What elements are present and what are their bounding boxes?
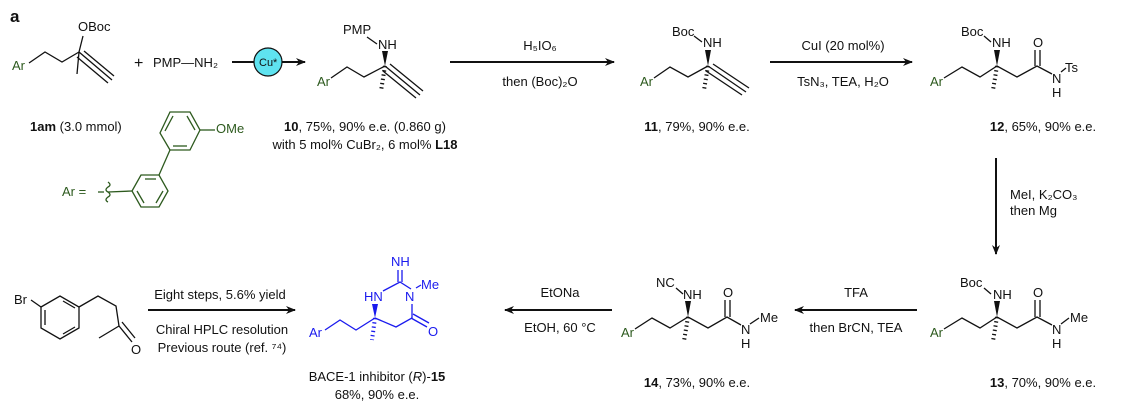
me-label: Me [1070,310,1088,325]
o-label: O [723,285,733,300]
previous-route-steps: Eight steps, 5.6% yield [154,287,286,302]
o-label: O [131,342,141,357]
compound-13-label: 13, 70%, 90% e.e. [990,375,1096,390]
ar-label: Ar [317,74,331,89]
ar-label: Ar [621,325,635,340]
copper-catalyst-icon [253,47,283,77]
compound-14: NC NH O Me N H Ar 14, 73%, 90% e.e. [621,275,778,390]
step6-conditions: EtOH, 60 °C [524,320,596,335]
o-label: O [1033,285,1043,300]
ts-label: Ts [1065,60,1079,75]
hn-label: HN [364,289,383,304]
step3-reagent: CuI (20 mol%) [801,38,884,53]
ar-label: Ar [640,74,654,89]
o-label: O [1033,35,1043,50]
nh-label: NH [703,35,722,50]
compound-bromo-ketone: Br O [14,292,141,357]
step2-conditions: then (Boc)₂O [502,74,577,89]
me-label: Me [421,277,439,292]
h-label: H [1052,336,1061,351]
boc-label: Boc [672,24,695,39]
me-label: Me [760,310,778,325]
nh-label: NH [992,35,1011,50]
step2-reagent: H₅IO₆ [523,38,557,53]
boc-label: Boc [961,24,984,39]
br-label: Br [14,292,28,307]
compound-1am: OBoc Ar 1am (3.0 mmol) [12,19,122,134]
ome-label: OMe [216,121,244,136]
compound-11: Boc NH Ar 11, 79%, 90% e.e. [640,24,750,134]
o-label: O [428,324,438,339]
step6-reagent: EtONa [540,285,580,300]
compound-12: Boc NH O Ts N H Ar 12, 65%, 90% e.e. [930,24,1096,134]
pmp-nh2-label: PMP—NH₂ [153,55,218,70]
nc-label: NC [656,275,675,290]
compound-10-label: 10, 75%, 90% e.e. (0.860 g) [284,119,446,134]
step4-reagent: MeI, K₂CO₃ [1010,187,1077,202]
previous-route-reference: Previous route (ref. ⁷⁴) [158,340,287,355]
ar-definition: Ar = OMe [62,111,244,208]
ar-label: Ar [930,325,944,340]
nh-label: NH [683,287,702,302]
compound-11-label: 11, 79%, 90% e.e. [644,119,750,134]
ar-label: Ar [930,74,944,89]
n-label: N [405,289,414,304]
catalyst-label: Cu* [259,57,278,69]
n-label: N [1052,71,1061,86]
compound-1am-label: 1am (3.0 mmol) [30,119,122,134]
h-label: H [1052,85,1061,100]
nh-label: NH [378,37,397,52]
boc-label: Boc [960,275,983,290]
compound-15: NH HN N Me O Ar BACE-1 inhibitor (R)-15 … [309,254,446,402]
ar-label: Ar [12,58,26,73]
ar-label: Ar [309,325,323,340]
compound-10-conditions: with 5 mol% CuBr₂, 6 mol% L18 [272,137,458,152]
pmp-label: PMP [343,22,371,37]
plus-sign: + [134,55,143,72]
h-label: H [741,336,750,351]
step5-reagent: TFA [844,285,868,300]
ar-equals-label: Ar = [62,184,86,199]
step4-conditions: then Mg [1010,203,1057,218]
nh-label: NH [993,287,1012,302]
oboc-label: OBoc [78,19,111,34]
panel-label: a [10,7,20,26]
n-label: N [741,322,750,337]
compound-15-yield: 68%, 90% e.e. [335,387,420,402]
compound-12-label: 12, 65%, 90% e.e. [990,119,1096,134]
imine-nh-label: NH [391,254,410,269]
previous-route-resolution: Chiral HPLC resolution [156,322,288,337]
compound-13: Boc NH O Me N H Ar 13, 70%, 90% e.e. [930,275,1096,390]
compound-15-label: BACE-1 inhibitor (R)-15 [309,369,446,384]
step3-conditions: TsN₃, TEA, H₂O [797,74,889,89]
n-label: N [1052,322,1061,337]
step5-conditions: then BrCN, TEA [810,320,903,335]
compound-14-label: 14, 73%, 90% e.e. [644,375,750,390]
compound-10: PMP NH Ar 10, 75%, 90% e.e. (0.860 g) wi… [272,22,458,152]
